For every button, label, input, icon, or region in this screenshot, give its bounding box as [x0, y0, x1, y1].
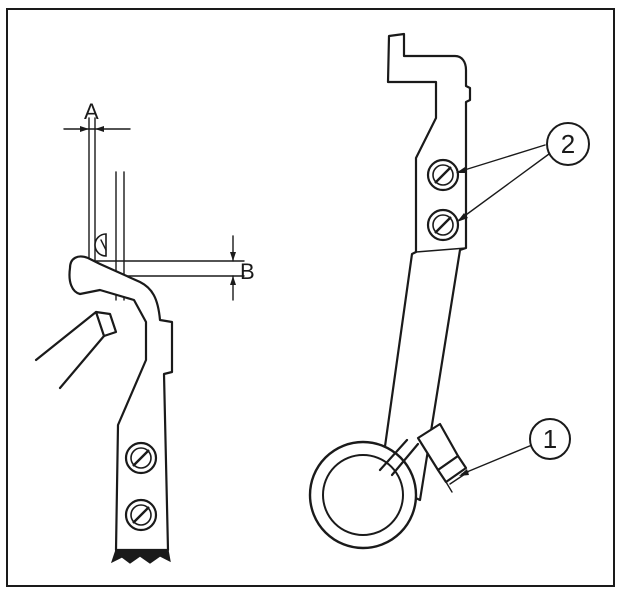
dimension-b-arrow-top — [230, 252, 236, 261]
callout-2-circle — [546, 122, 590, 166]
right-screw-upper — [426, 158, 460, 192]
right-screw-lower — [426, 208, 460, 242]
dimension-a-label: A — [84, 99, 99, 124]
callout-1-arrow — [459, 469, 469, 476]
dimension-a-arrow-right — [95, 126, 104, 132]
cut-edge — [110, 549, 171, 564]
left-detail-view: A B — [34, 99, 255, 564]
callout-2-arrow-lower — [457, 213, 468, 222]
shaft-line-1 — [34, 310, 98, 362]
left-screw-lower — [124, 498, 158, 532]
shaft-line-2 — [58, 334, 106, 390]
left-screw-upper — [124, 441, 158, 475]
needle-eye-hatch — [100, 239, 107, 251]
callout-2-leader-upper — [457, 144, 546, 173]
callout-1-circle — [529, 418, 571, 460]
arm-bracket-edge — [415, 247, 467, 253]
needle-eye — [94, 233, 107, 257]
dimension-b-arrow-bottom — [230, 276, 236, 285]
right-assembly-view: 2 1 — [308, 32, 590, 550]
clamp-screw-head — [436, 454, 468, 484]
callout-1-label: 1 — [543, 424, 557, 454]
dimension-a-arrow-left — [80, 126, 89, 132]
hook-tip — [94, 310, 118, 338]
looper-holder-arm — [378, 32, 472, 502]
clamp-ring — [308, 440, 418, 550]
clamp-screw-end — [445, 481, 453, 493]
callout-2-leader-lower — [458, 153, 550, 221]
callout-2-arrow-upper — [456, 167, 467, 173]
clamp-slit-2 — [390, 442, 420, 477]
looper-body — [68, 255, 174, 552]
clamp-slit-1 — [378, 438, 409, 472]
callout-1-leader — [461, 444, 533, 475]
callout-2-label: 2 — [561, 129, 575, 159]
dimension-b-label: B — [240, 259, 255, 284]
